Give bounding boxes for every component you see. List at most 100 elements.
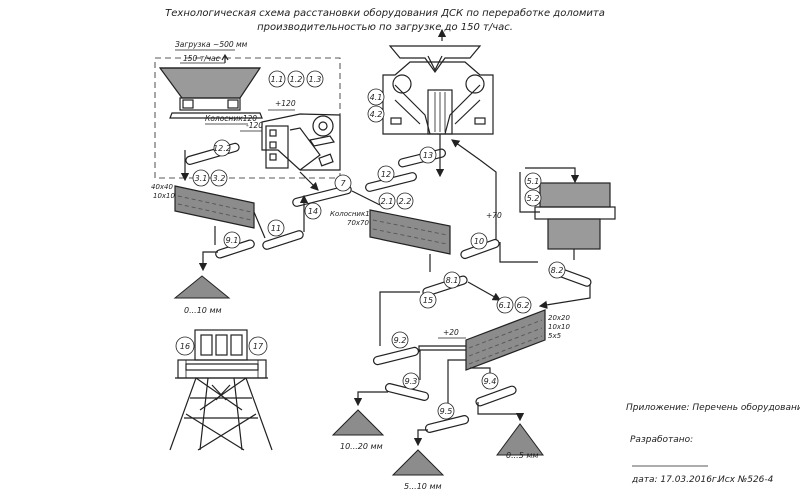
elevation-plus-70: +70 — [486, 211, 502, 220]
conveyor-10: 10 — [460, 232, 500, 260]
conveyor-9-2: 9.2 — [372, 331, 420, 366]
svg-text:8.1: 8.1 — [446, 276, 459, 285]
conveyor-11: 11 — [262, 219, 304, 250]
screen-3-mesh-3: 5x5 — [548, 332, 562, 340]
conveyor-8-1-to-screen-3 — [467, 281, 502, 301]
svg-text:1.1: 1.1 — [271, 75, 284, 84]
label-6-2: 6.2 — [514, 296, 532, 314]
label-17: 17 — [248, 336, 268, 356]
svg-text:6.2: 6.2 — [517, 301, 530, 310]
svg-text:7: 7 — [340, 179, 346, 188]
conveyor-9-4-discharge — [477, 402, 525, 422]
cone-crusher-feed-arrow — [525, 167, 580, 184]
title-line-2: производительностью по загрузке до 150 т… — [257, 22, 513, 33]
conveyor-9-1-discharge — [198, 251, 218, 272]
label-16: 16 — [175, 336, 195, 356]
return-to-crusher-2 — [451, 139, 481, 161]
stockpile-5-10 — [391, 449, 445, 476]
svg-text:13: 13 — [423, 151, 433, 160]
cone-crusher — [534, 182, 616, 250]
conveyor-12: 12 — [365, 165, 417, 192]
product-0-10-label: 0...10 мм — [184, 306, 222, 315]
label-2-1: 2.1 — [378, 192, 396, 210]
conveyor-9-5-discharge — [413, 429, 428, 447]
conveyor-9-3-discharge — [353, 391, 388, 407]
conveyor-7: 7 — [292, 174, 352, 207]
screen-1-mesh-1: 40x40 — [151, 183, 174, 191]
svg-text:9.1: 9.1 — [226, 236, 239, 245]
product-0-5-label: 0...5 мм — [506, 451, 538, 460]
svg-text:3.1: 3.1 — [195, 174, 208, 183]
svg-text:12.2: 12.2 — [213, 144, 231, 153]
conveyor-9-4: 9.4 — [475, 372, 517, 407]
svg-text:14: 14 — [308, 207, 318, 216]
conveyor-9-5: 9.5 — [424, 402, 470, 433]
bin-tower — [169, 329, 273, 451]
svg-text:6.1: 6.1 — [499, 301, 512, 310]
elevation-plus-120: +120 — [275, 99, 296, 108]
conveyor-10-return — [479, 159, 497, 240]
svg-text:17: 17 — [253, 342, 264, 351]
svg-text:9.5: 9.5 — [440, 407, 453, 416]
conveyor-8-1-path-left — [379, 291, 420, 346]
svg-text:9.4: 9.4 — [484, 377, 497, 386]
svg-text:5.2: 5.2 — [527, 194, 540, 203]
label-2-2: 2.2 — [396, 192, 414, 210]
screen-1-mesh-2: 10x10 — [153, 192, 176, 200]
title-line-1: Технологическая схема расстановки оборуд… — [165, 7, 605, 19]
feed-load-label: Загрузка ~500 мм — [175, 40, 248, 49]
svg-text:4.1: 4.1 — [370, 93, 383, 102]
svg-text:8.2: 8.2 — [551, 266, 564, 275]
svg-text:1.2: 1.2 — [290, 75, 303, 84]
screen-3-to-conveyor-9-2 — [418, 345, 466, 352]
screen-3-output-1 — [419, 349, 466, 380]
stockpile-0-5 — [496, 423, 544, 456]
screen-2-grizzly-label: Колосник100 — [330, 210, 379, 218]
conveyor-9-1: 9.1 — [215, 231, 255, 259]
svg-text:1.3: 1.3 — [309, 75, 322, 84]
conveyor-7-to-screen-2 — [351, 190, 381, 206]
product-10-20-label: 10...20 мм — [340, 442, 383, 451]
screen-1-to-conveyor-11 — [253, 211, 266, 239]
label-4-1: 4.1 — [367, 88, 385, 106]
svg-text:12: 12 — [381, 170, 391, 179]
svg-text:9.2: 9.2 — [394, 336, 407, 345]
label-14: 14 — [304, 202, 322, 220]
feed-hopper — [158, 67, 263, 119]
feed-input-arrow — [221, 53, 229, 63]
screen-3-mesh-1: 20x20 — [548, 314, 571, 322]
label-1-3: 1.3 — [306, 70, 324, 88]
label-4-2: 4.2 — [367, 105, 385, 123]
screen-3-output-2 — [447, 359, 466, 408]
elevation-minus-120: -120 — [246, 121, 263, 130]
svg-text:10: 10 — [474, 237, 484, 246]
svg-text:3.2: 3.2 — [213, 174, 226, 183]
conveyor-8-1: 8.1 — [422, 271, 468, 297]
svg-text:9.3: 9.3 — [405, 377, 418, 386]
screen-2-mesh-label: 70x70 — [347, 219, 370, 227]
label-15: 15 — [419, 291, 437, 309]
svg-text:4.2: 4.2 — [370, 110, 383, 119]
svg-text:11: 11 — [271, 224, 281, 233]
reference-label: Исх №526-4 — [718, 475, 774, 485]
appendix-note: Приложение: Перечень оборудования — [626, 403, 800, 413]
conveyor-12-2: 12.2 — [185, 139, 240, 165]
label-3-2: 3.2 — [210, 169, 228, 187]
label-1-1: 1.1 — [268, 70, 286, 88]
label-6-1: 6.1 — [496, 296, 514, 314]
svg-text:15: 15 — [423, 296, 433, 305]
svg-text:16: 16 — [180, 342, 190, 351]
jaw-crusher-secondary — [382, 45, 494, 135]
label-3-1: 3.1 — [192, 169, 210, 187]
stockpile-10-20 — [331, 409, 385, 436]
conveyor-13: 13 — [397, 146, 447, 168]
screen-3-mesh-2: 10x10 — [548, 323, 571, 331]
conveyor-9-3: 9.3 — [384, 372, 430, 401]
label-5-2: 5.2 — [524, 189, 542, 207]
conveyor-8-2-discharge — [538, 284, 591, 310]
label-5-1: 5.1 — [524, 172, 542, 190]
date-label: дата: 17.03.2016г. — [631, 475, 720, 485]
primary-crusher-discharge — [299, 171, 319, 191]
product-5-10-label: 5...10 мм — [404, 482, 442, 491]
